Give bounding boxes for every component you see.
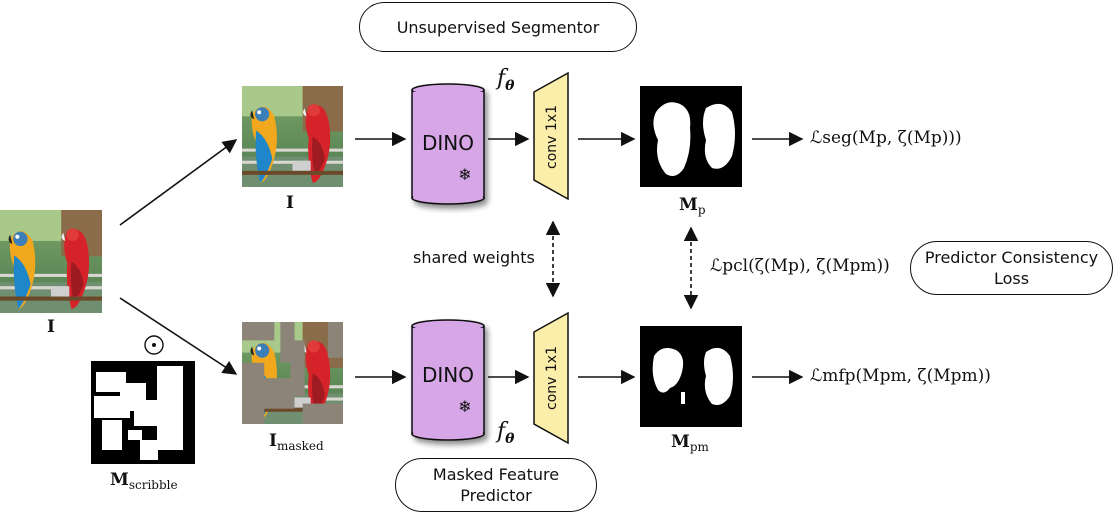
- dino-label-top: DINO: [422, 131, 474, 155]
- image-label-input: I: [47, 317, 55, 337]
- scribble-mask-image: [91, 361, 195, 464]
- loss-seg-label: ℒseg(Mp, ζ(Mp))): [810, 128, 962, 148]
- image-label-top: I: [286, 193, 294, 213]
- conv-block-bottom: conv 1x1: [533, 311, 569, 445]
- f-theta-label-bottom: fθ: [497, 419, 515, 447]
- masked-feature-predictor-label: Masked Feature Predictor: [395, 458, 597, 512]
- shared-weights-label: shared weights: [413, 248, 535, 267]
- loss-mfp-label: ℒmfp(Mpm, ζ(Mpm)): [810, 366, 991, 386]
- dino-encoder-bottom: [411, 319, 485, 441]
- mask-label-p: Mp: [679, 195, 706, 217]
- predictor-consistency-loss-label: Predictor Consistency Loss: [910, 241, 1113, 295]
- snowflake-icon: ❄: [458, 165, 471, 184]
- loss-pcl-label: ℒpcl(ζ(Mp), ζ(Mpm)): [710, 256, 890, 276]
- image-label-masked: Imasked: [269, 431, 324, 453]
- conv-label-top: conv 1x1: [544, 105, 560, 169]
- mask-pm-image: [640, 326, 742, 427]
- image-label-scribble: Mscribble: [110, 470, 178, 492]
- top-image: [242, 86, 343, 187]
- conv-block-top: conv 1x1: [533, 71, 569, 201]
- input-image: [0, 210, 102, 313]
- snowflake-icon: ❄: [458, 397, 471, 416]
- dino-label-bottom: DINO: [422, 363, 474, 387]
- masked-image: [242, 322, 343, 424]
- mask-p-image: [640, 86, 742, 187]
- f-theta-label-top: fθ: [497, 66, 515, 94]
- dino-encoder-top: [411, 83, 485, 205]
- unsupervised-segmentor-label: Unsupervised Segmentor: [359, 2, 637, 52]
- conv-label-bottom: conv 1x1: [544, 346, 560, 410]
- arrow-icon: [119, 131, 804, 385]
- mask-label-pm: Mpm: [671, 432, 709, 454]
